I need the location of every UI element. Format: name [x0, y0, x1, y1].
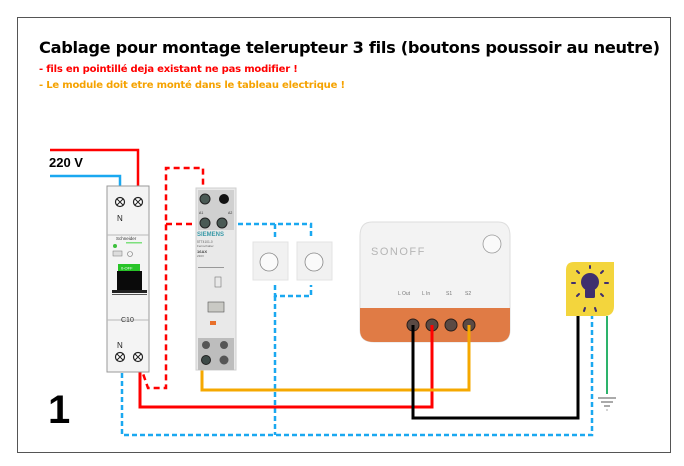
- sonoff-brand: SONOFF: [371, 246, 426, 258]
- light-bulb-icon: [566, 262, 614, 316]
- relay-label-a2: A2: [228, 211, 232, 215]
- sonoff-terminal-label-s2: S2: [465, 291, 471, 297]
- breaker-status: 0-OFF: [121, 266, 133, 271]
- diagram-title: Cablage pour montage telerupteur 3 fils …: [39, 38, 660, 57]
- breaker-top-label: N: [117, 214, 123, 223]
- wire-existing-buttons-bottom: [273, 285, 313, 298]
- diagram-frame: [17, 17, 671, 453]
- relay-brand: SIEMENS: [197, 232, 224, 238]
- relay-terminal-2: [201, 355, 211, 365]
- note-module-location: - Le module doit etre monté dans le tabl…: [39, 80, 345, 91]
- new-wires: [138, 316, 608, 420]
- relay-label-a1: A1: [199, 211, 203, 215]
- sonoff-terminal-label-lin: L In: [422, 291, 430, 297]
- circuit-breaker: N Schneider 0-OFF C10 N: [106, 185, 150, 373]
- relay-terminal-a2: [216, 217, 228, 229]
- breaker-toggle[interactable]: [117, 271, 142, 291]
- breaker-bottom-label: N: [117, 341, 123, 350]
- push-button-1[interactable]: [252, 241, 289, 281]
- push-buttons: [252, 241, 333, 281]
- sonoff-module: SONOFF L Out L In S1 S2: [359, 221, 511, 343]
- breaker-status-indicator: [118, 264, 140, 271]
- note-existing-wires: - fils en pointillé deja existant ne pas…: [39, 64, 298, 75]
- wire-existing-a2-buttons: [222, 222, 313, 238]
- wire-phase-to-lin: [138, 325, 434, 409]
- wire-existing-neutral: [120, 316, 594, 437]
- relay-voltage: 230V: [197, 254, 204, 258]
- relay-manual-button[interactable]: [207, 301, 225, 313]
- relay-terminal-1: [199, 193, 211, 205]
- sonoff-pair-button[interactable]: [482, 234, 502, 254]
- wire-existing-phase-relay: [138, 166, 205, 390]
- diagram-number: 1: [48, 388, 71, 432]
- wire-lout-to-lamp: [411, 316, 580, 420]
- relay-terminal-a1: [199, 217, 211, 229]
- supply-voltage-label: 220 V: [49, 155, 83, 170]
- ground-icon: [598, 397, 616, 411]
- relay-type: Fernschalter: [197, 244, 214, 248]
- relay-rating: 16AX: [197, 249, 207, 254]
- wire-s2-to-relay: [200, 325, 471, 392]
- wire-supply-phase: [50, 148, 140, 198]
- sonoff-terminal-label-s1: S1: [446, 291, 452, 297]
- push-button-2[interactable]: [296, 241, 333, 281]
- sonoff-terminal-label-lout: L Out: [398, 291, 411, 297]
- breaker-rating: C10: [121, 317, 134, 324]
- relay-model: 5TT4101-0: [197, 240, 213, 244]
- sonoff-terminal-s1: [444, 318, 458, 332]
- impulse-relay: A1 A2 SIEMENS 5TT4101-0 Fernschalter 16A…: [195, 187, 237, 371]
- breaker-brand: Schneider: [116, 236, 137, 241]
